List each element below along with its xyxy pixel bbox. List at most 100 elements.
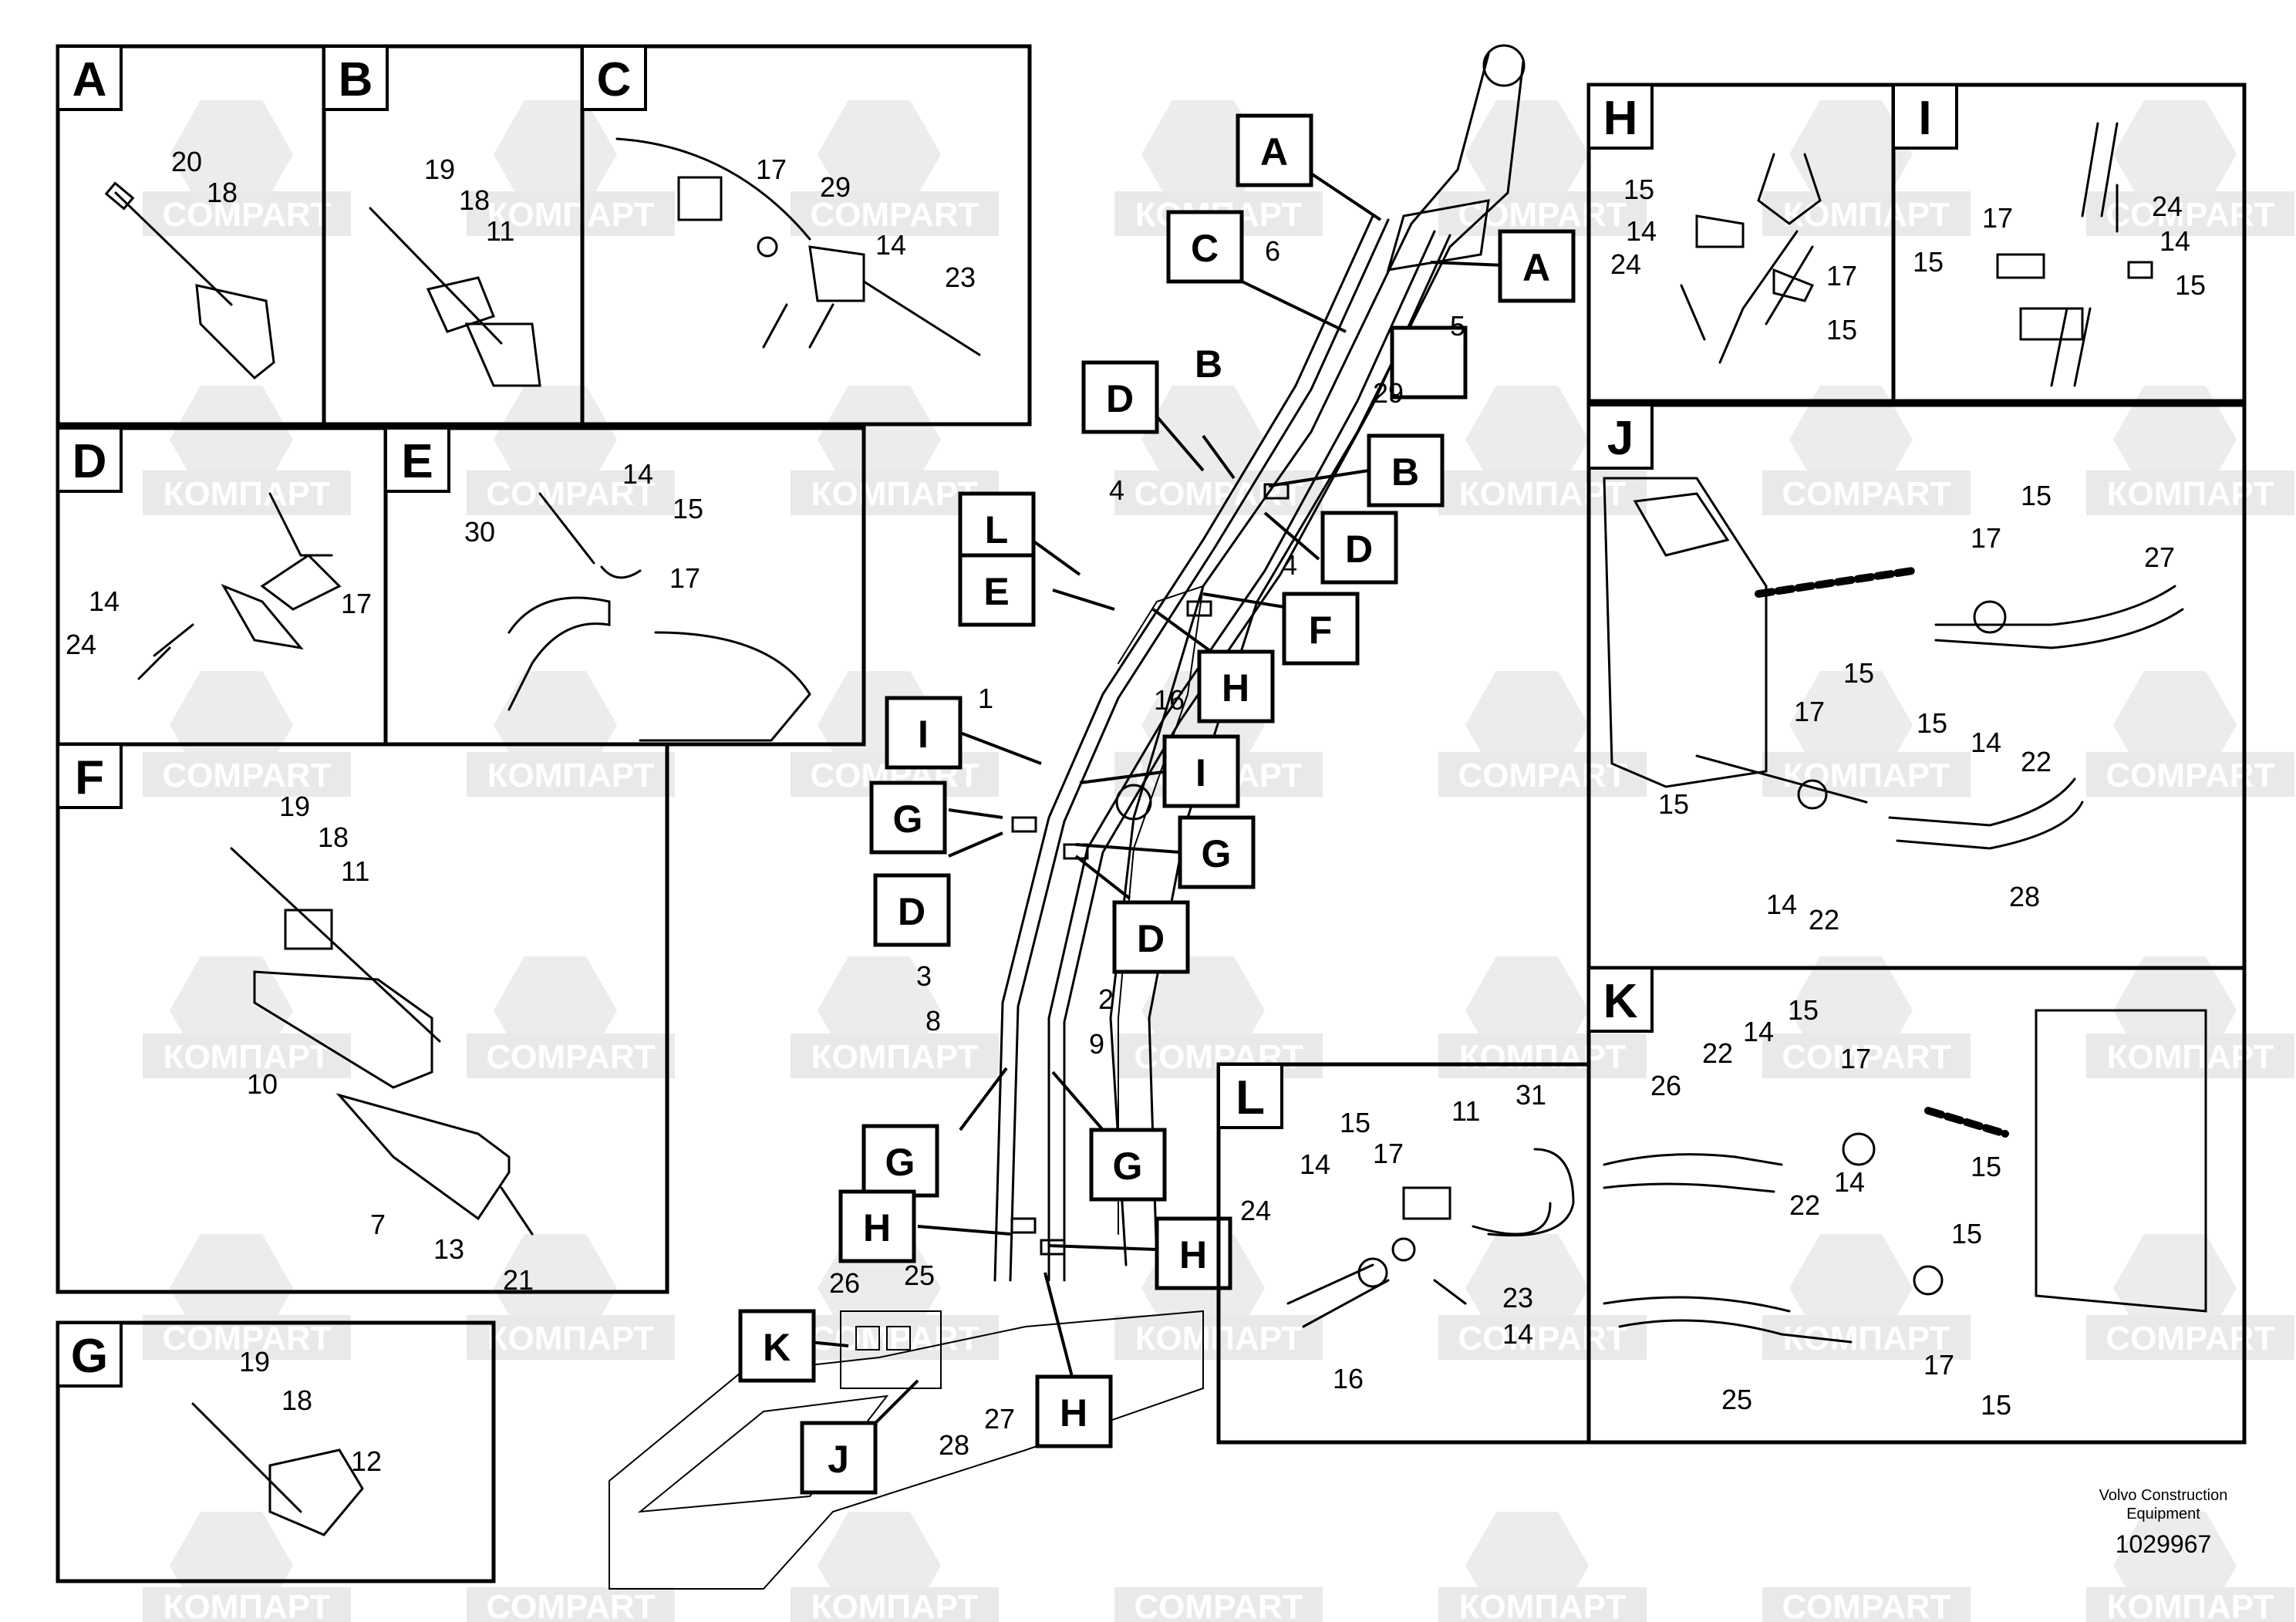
panel-g-letter: G <box>71 1330 108 1383</box>
panel-j-part-28: 28 <box>2009 881 2040 912</box>
panel-h-part-24: 24 <box>1610 248 1641 280</box>
panel-j-part-17-top: 17 <box>1971 522 2001 554</box>
part-3: 3 <box>916 960 932 992</box>
panel-l-part-14-top: 14 <box>1300 1148 1330 1180</box>
watermark-text: COMPART <box>2106 1320 2274 1357</box>
panel-e-part-14: 14 <box>622 458 653 490</box>
panel-k-part-22-top: 22 <box>1702 1037 1733 1069</box>
watermark-text: КОМПАРТ <box>487 757 655 794</box>
panel-j-part-22-top: 22 <box>2021 746 2052 777</box>
panel-g-part-19: 19 <box>239 1346 270 1378</box>
panel-frames <box>56 44 2247 1583</box>
panel-c-part-23: 23 <box>945 261 976 293</box>
callout-i-right: I <box>1195 751 1206 794</box>
callout-d-right: D <box>1345 528 1373 571</box>
callout-d-lower: D <box>1137 917 1165 960</box>
panel-b-part-18: 18 <box>459 184 490 216</box>
callout-k: K <box>763 1326 791 1369</box>
company-name-line1: Volvo Construction <box>2099 1487 2228 1504</box>
panel-j-part-22-bottom: 22 <box>1809 904 1839 936</box>
watermark-text: КОМПАРТ <box>2107 1038 2274 1076</box>
watermark-text: КОМПАРТ <box>2107 475 2274 513</box>
panel-artwork <box>104 122 2207 1536</box>
part-28: 28 <box>939 1429 969 1461</box>
watermark-text: COMPART <box>1134 475 1303 513</box>
drawing-number: 1029967 <box>2116 1530 2212 1558</box>
panel-l-letter: L <box>1236 1071 1265 1125</box>
panel-k-part-17-top: 17 <box>1840 1043 1871 1074</box>
part-5: 5 <box>1450 310 1465 342</box>
part-8: 8 <box>925 1005 941 1037</box>
watermark-text: КОМПАРТ <box>811 1038 979 1076</box>
watermark-text: КОМПАРТ <box>487 196 655 234</box>
watermark-text: COMPART <box>1782 1588 1950 1622</box>
panel-f-part-19: 19 <box>279 791 310 822</box>
part-9: 9 <box>1089 1028 1104 1060</box>
watermark-text: КОМПАРТ <box>1783 757 1950 794</box>
panel-l-part-24: 24 <box>1240 1195 1271 1226</box>
panel-g-part-18: 18 <box>282 1384 312 1416</box>
panel-a-part-20: 20 <box>171 146 202 177</box>
panel-k-letter: K <box>1603 975 1638 1028</box>
main-callout-boxes: A C A B D B D L E F H I I G G D D G G H … <box>738 113 1576 1495</box>
panel-k-part-14-top: 14 <box>1743 1016 1774 1047</box>
panel-i-part-15-left: 15 <box>1913 246 1944 278</box>
panel-j-part-15-top: 15 <box>2021 480 2052 511</box>
callout-c: C <box>1191 227 1219 270</box>
panel-l-part-15: 15 <box>1340 1107 1371 1138</box>
company-name-line2: Equipment <box>2126 1506 2200 1523</box>
watermark-text: КОМПАРТ <box>2107 1588 2274 1622</box>
panel-l-part-14-bottom: 14 <box>1502 1318 1533 1350</box>
part-27: 27 <box>984 1403 1015 1435</box>
panel-d-part-17: 17 <box>341 588 372 619</box>
panel-k-part-15-mid: 15 <box>1971 1151 2001 1182</box>
callout-g-left: G <box>893 798 923 841</box>
watermark-text: COMPART <box>1458 1320 1627 1357</box>
panel-e-part-17: 17 <box>669 562 700 594</box>
watermark-text: COMPART <box>2106 757 2274 794</box>
panel-k-part-15-bottom: 15 <box>1981 1389 2011 1421</box>
panel-h-part-15-bottom: 15 <box>1826 314 1857 346</box>
panel-e-part-30: 30 <box>464 516 495 548</box>
panel-i-part-24: 24 <box>2152 191 2183 222</box>
watermark-text: COMPART <box>1782 1038 1950 1076</box>
panel-e-letter: E <box>401 435 433 488</box>
panel-l-part-11: 11 <box>1451 1095 1480 1127</box>
panel-j-part-15-mid: 15 <box>1843 657 1874 689</box>
panel-f-part-18: 18 <box>318 821 349 853</box>
watermark-text: КОМПАРТ <box>1783 196 1950 234</box>
panel-c-part-14: 14 <box>875 229 906 261</box>
panel-d-part-24: 24 <box>66 629 96 660</box>
watermark-text: КОМПАРТ <box>164 475 331 513</box>
panel-j-part-27: 27 <box>2144 541 2175 573</box>
panel-i-letter: I <box>1918 92 1931 145</box>
part-26: 26 <box>829 1267 860 1299</box>
panel-c-part-17: 17 <box>756 153 787 185</box>
panel-letter-boxes: A B C D E F G H I J K L <box>56 45 1958 1388</box>
callout-i-left: I <box>918 713 929 756</box>
panel-f-part-13: 13 <box>433 1233 464 1265</box>
watermark-text: КОМПАРТ <box>811 1588 979 1622</box>
panel-h-letter: H <box>1603 92 1638 145</box>
panel-l-part-17: 17 <box>1373 1138 1404 1169</box>
watermark-layer: COMPART КОМПАРТ COMPART КОМПАРТ COMPART КОМ… <box>143 100 2294 1622</box>
footer: Volvo Construction Equipment 1029967 <box>2099 1487 2228 1558</box>
panel-k-part-22-bottom: 22 <box>1789 1189 1820 1221</box>
watermark-text: COMPART <box>162 757 331 794</box>
callout-d-left: D <box>898 890 925 933</box>
panel-k-part-26: 26 <box>1650 1070 1681 1101</box>
panel-d-letter: D <box>72 435 107 488</box>
watermark-text: КОМПАРТ <box>164 1588 331 1622</box>
watermark-text: COMPART <box>486 475 655 513</box>
callout-l: L <box>985 508 1009 551</box>
panel-k-part-15-top: 15 <box>1788 994 1819 1026</box>
watermark-text: КОМПАРТ <box>1459 1038 1627 1076</box>
part-1: 1 <box>978 683 993 714</box>
panel-k-part-17-bottom: 17 <box>1923 1349 1954 1381</box>
panel-j-part-15-left: 15 <box>1917 707 1947 739</box>
part-4-right: 4 <box>1282 549 1297 581</box>
callout-f: F <box>1309 609 1333 652</box>
watermark-text: COMPART <box>486 1038 655 1076</box>
panel-part-numbers: 20 18 19 18 11 17 29 14 23 14 24 17 14 1… <box>66 146 2206 1477</box>
